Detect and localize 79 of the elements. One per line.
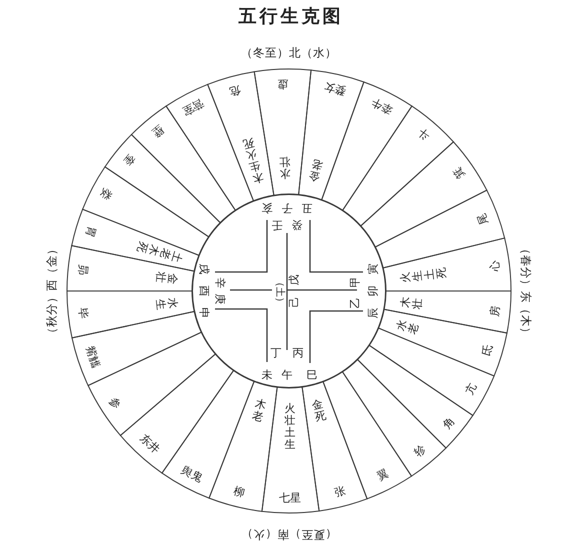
- inner-circle: [192, 194, 386, 388]
- mansion-name: 娄: [98, 187, 114, 202]
- branch-label: 辰: [368, 308, 378, 318]
- ring-sector: [377, 308, 508, 377]
- phase-text: 木生火死: [242, 135, 265, 185]
- mansion-name: 营室: [180, 98, 206, 118]
- mansion-name: 胃: [84, 224, 98, 238]
- stem-label: 壬: [272, 220, 282, 230]
- mansion-name: 亢: [464, 382, 479, 397]
- mansion-name: 参: [108, 396, 123, 412]
- mansion-name: 危: [228, 84, 242, 98]
- stem-label: 乙: [350, 298, 360, 308]
- branch-label: 酉: [198, 286, 210, 296]
- mansion-name: 翼: [376, 468, 391, 483]
- mansion-name: 尾: [476, 212, 490, 226]
- phase-text: 水生: [153, 297, 178, 311]
- mansion-name: 舆鬼: [180, 464, 204, 484]
- stem-label: 庚: [214, 294, 226, 304]
- ring-sector: [382, 237, 512, 292]
- ring-sector: [206, 70, 275, 202]
- branch-label: 亥: [262, 202, 272, 214]
- branch-label: 未: [262, 370, 272, 380]
- stem-label: 戊: [288, 274, 300, 286]
- stem-label: 丙: [292, 348, 304, 358]
- diagram-title: 五行生克图: [238, 8, 344, 26]
- stem-label: 辛: [214, 278, 226, 288]
- phase-text: 金壮: [153, 272, 178, 285]
- phase-text: 火生土死: [399, 266, 449, 284]
- branch-label: 戌: [198, 264, 210, 274]
- direction-label: （春分）东（木）: [519, 243, 531, 339]
- mansion-name: 张: [333, 485, 346, 498]
- mansion-name: 七星: [279, 492, 302, 504]
- mansion-name: 斗: [416, 126, 432, 142]
- ring-sector: [208, 380, 279, 513]
- branch-label: 丑: [302, 202, 312, 214]
- direction-label: （冬至）北（水）: [241, 47, 337, 59]
- ring-sector: [70, 208, 200, 273]
- branch-label: 申: [198, 308, 210, 318]
- mansion-name: 房: [489, 304, 502, 317]
- branch-label: 巳: [306, 370, 318, 380]
- mansion-name: 氐: [480, 344, 494, 358]
- mansion-name: 东井: [138, 433, 162, 456]
- ring-sector: [383, 289, 512, 334]
- phase-text: 金老: [308, 157, 324, 184]
- branch-label: 寅: [368, 264, 378, 274]
- phase-text: 土老木死: [134, 240, 184, 264]
- phase-text: 火壮土生: [284, 402, 296, 452]
- phase-text: 木老: [250, 398, 268, 424]
- mansion-name: 心: [488, 260, 501, 272]
- phase-text: 水老: [394, 318, 421, 336]
- mansion-name: 虚: [277, 78, 289, 90]
- phase-text: 金死: [311, 398, 328, 424]
- mansion-name: 毕: [77, 306, 90, 320]
- mansion-name: 婺女: [322, 81, 346, 97]
- mansion-name: 箕: [452, 166, 468, 182]
- mansion-name: 觜觿: [84, 345, 102, 370]
- stem-label: 癸: [292, 220, 302, 230]
- branch-label: 午: [282, 370, 292, 380]
- mansion-name: 角: [440, 415, 456, 431]
- mansion-name: 轸: [412, 444, 428, 460]
- stem-label: 丁: [270, 348, 282, 358]
- direction-label: （秋分）西（金）: [46, 243, 58, 339]
- branch-label: 子: [282, 202, 292, 214]
- ring-sector: [301, 380, 369, 512]
- mansion-name: 牵牛: [370, 96, 394, 116]
- element-label: （土）: [274, 277, 284, 307]
- phase-text: 水壮: [280, 154, 292, 180]
- direction-label: （夏至）南（火）: [241, 528, 337, 540]
- mansion-name: 昴: [77, 264, 90, 276]
- ring-sector: [297, 69, 365, 201]
- mansion-name: 柳: [232, 485, 246, 498]
- branch-label: 卯: [368, 286, 378, 296]
- phase-text: 木壮: [400, 296, 425, 310]
- ring-sector: [66, 290, 196, 339]
- stem-label: 甲: [350, 276, 360, 288]
- mansion-name: 奎: [121, 152, 137, 168]
- mansion-name: 壁: [150, 123, 166, 139]
- ring-sector: [359, 140, 488, 248]
- stem-label: 己: [288, 296, 300, 308]
